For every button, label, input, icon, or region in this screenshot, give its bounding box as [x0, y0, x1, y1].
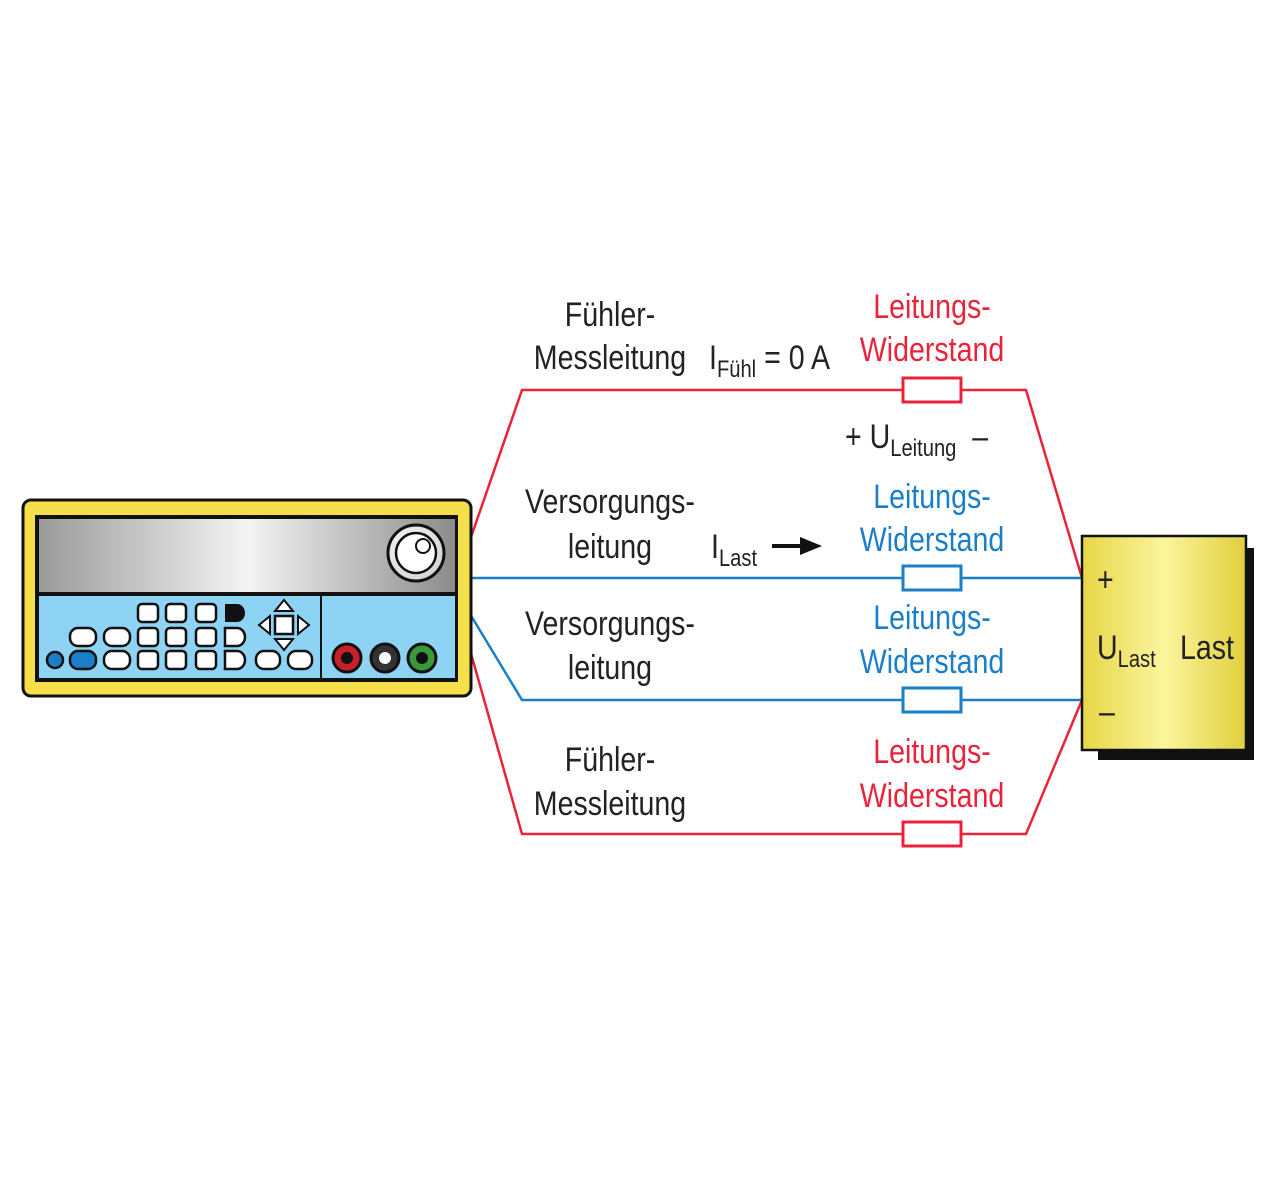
label-u-leitung: + ULeitung – [845, 418, 989, 462]
load-name: Last [1180, 629, 1234, 667]
label-resistor-top-line1: Leitungs- [873, 288, 991, 326]
label-resistor-top-line2: Widerstand [859, 331, 1005, 369]
resistor-supply-lower [901, 686, 963, 714]
resistor-supply-upper [901, 564, 963, 592]
instrument-display [39, 519, 455, 592]
label-resistor-upper-line2: Widerstand [859, 521, 1005, 559]
knob-icon [386, 523, 446, 583]
label-resistor-bottom-line1: Leitungs- [873, 733, 991, 771]
terminal-green-icon [406, 642, 438, 674]
label-resistor-bottom-line2: Widerstand [859, 777, 1005, 815]
label-sense-bottom-line2: Messleitung [533, 785, 687, 823]
label-u-last: ULast [1097, 629, 1156, 673]
sense-line-bottom [468, 649, 1084, 836]
navigation-arrows-icon [257, 598, 311, 652]
power-supply-instrument [21, 498, 473, 698]
label-supply-lower-line1: Versorgungs- [525, 605, 695, 643]
label-resistor-lower-line2: Widerstand [859, 643, 1005, 681]
terminal-red-icon [331, 642, 363, 674]
resistor-sense-top [901, 376, 963, 404]
label-resistor-lower-line1: Leitungs- [873, 599, 991, 637]
label-supply-upper-line2: leitung [567, 528, 653, 566]
label-sense-bottom-line1: Fühler- [564, 741, 656, 779]
label-supply-upper-line1: Versorgungs- [525, 483, 695, 521]
supply-line-lower [468, 613, 1082, 702]
current-arrow-icon [772, 537, 822, 555]
label-i-last: ILast [711, 528, 758, 572]
load-plus-sign: + [1097, 561, 1114, 599]
label-sense-top-line2: Messleitung [533, 339, 687, 377]
terminal-black-icon [369, 642, 401, 674]
load-box [1080, 534, 1254, 760]
label-resistor-upper-line1: Leitungs- [873, 478, 991, 516]
resistor-sense-bottom [901, 820, 963, 848]
load-minus-sign: – [1099, 693, 1115, 731]
sense-line-top [468, 388, 1084, 579]
label-supply-lower-line2: leitung [567, 649, 653, 687]
label-sense-top-line1: Fühler- [564, 296, 656, 334]
keypad-buttons [45, 602, 314, 671]
label-i-fuehl: IFühl = 0 A [709, 339, 831, 383]
